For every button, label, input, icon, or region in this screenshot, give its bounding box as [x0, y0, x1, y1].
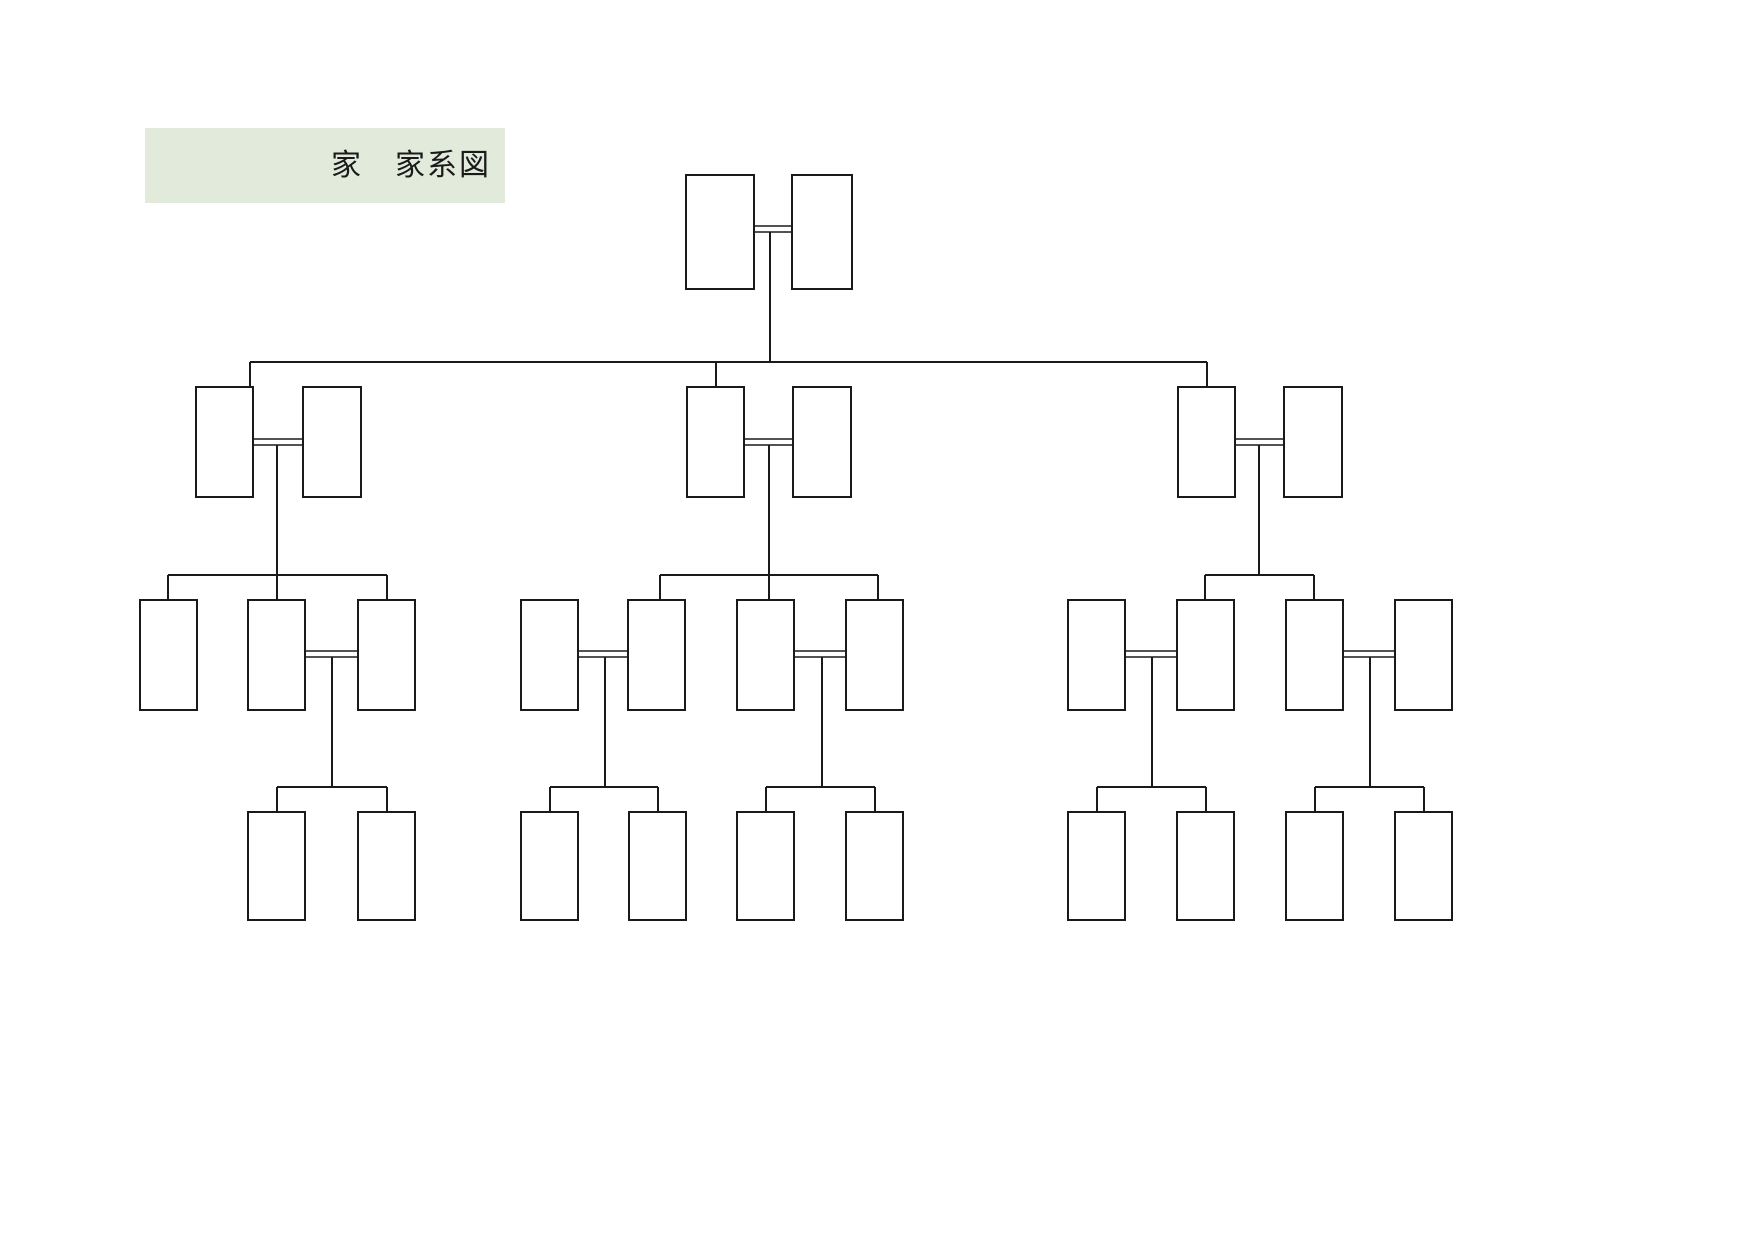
- person-box[interactable]: [685, 174, 755, 290]
- person-box-outline[interactable]: [791, 174, 853, 290]
- person-box-outline[interactable]: [1285, 811, 1344, 921]
- person-box-outline[interactable]: [1285, 599, 1344, 711]
- person-box[interactable]: [1067, 811, 1126, 921]
- person-box-outline[interactable]: [1394, 599, 1453, 711]
- person-box-outline[interactable]: [736, 599, 795, 711]
- person-box[interactable]: [627, 599, 686, 711]
- person-box[interactable]: [736, 811, 795, 921]
- person-box-outline[interactable]: [139, 599, 198, 711]
- person-box-outline[interactable]: [845, 811, 904, 921]
- person-box[interactable]: [845, 811, 904, 921]
- person-box[interactable]: [1394, 811, 1453, 921]
- person-box[interactable]: [1176, 811, 1235, 921]
- person-box[interactable]: [1285, 599, 1344, 711]
- person-box[interactable]: [791, 174, 853, 290]
- person-box[interactable]: [628, 811, 687, 921]
- person-box[interactable]: [1394, 599, 1453, 711]
- person-box-outline[interactable]: [792, 386, 852, 498]
- person-box-outline[interactable]: [1176, 599, 1235, 711]
- person-box-outline[interactable]: [736, 811, 795, 921]
- node-layer: [139, 174, 1453, 921]
- person-box[interactable]: [302, 386, 362, 498]
- person-box-outline[interactable]: [247, 811, 306, 921]
- person-box-outline[interactable]: [520, 811, 579, 921]
- person-box[interactable]: [845, 599, 904, 711]
- person-box-outline[interactable]: [247, 599, 306, 711]
- title-band: 家 家系図: [145, 128, 505, 203]
- person-box[interactable]: [357, 599, 416, 711]
- person-box[interactable]: [247, 599, 306, 711]
- person-box-outline[interactable]: [1177, 386, 1236, 498]
- connector-layer: [167, 225, 1425, 812]
- person-box-outline[interactable]: [357, 811, 416, 921]
- person-box[interactable]: [247, 811, 306, 921]
- person-box[interactable]: [520, 811, 579, 921]
- person-box-outline[interactable]: [628, 811, 687, 921]
- person-box-outline[interactable]: [1176, 811, 1235, 921]
- person-box-outline[interactable]: [357, 599, 416, 711]
- person-box-outline[interactable]: [1394, 811, 1453, 921]
- person-box[interactable]: [736, 599, 795, 711]
- person-box-outline[interactable]: [1283, 386, 1343, 498]
- person-box-outline[interactable]: [627, 599, 686, 711]
- person-box[interactable]: [357, 811, 416, 921]
- person-box[interactable]: [195, 386, 254, 498]
- person-box[interactable]: [1067, 599, 1126, 711]
- person-box[interactable]: [686, 386, 745, 498]
- person-box-outline[interactable]: [845, 599, 904, 711]
- person-box[interactable]: [520, 599, 579, 711]
- person-box-outline[interactable]: [195, 386, 254, 498]
- person-box[interactable]: [1283, 386, 1343, 498]
- person-box[interactable]: [139, 599, 198, 711]
- person-box-outline[interactable]: [302, 386, 362, 498]
- person-box[interactable]: [1285, 811, 1344, 921]
- person-box-outline[interactable]: [685, 174, 755, 290]
- person-box-outline[interactable]: [1067, 811, 1126, 921]
- page-title: 家 家系図: [331, 147, 491, 183]
- person-box[interactable]: [792, 386, 852, 498]
- person-box-outline[interactable]: [520, 599, 579, 711]
- person-box[interactable]: [1177, 386, 1236, 498]
- person-box-outline[interactable]: [686, 386, 745, 498]
- person-box[interactable]: [1176, 599, 1235, 711]
- person-box-outline[interactable]: [1067, 599, 1126, 711]
